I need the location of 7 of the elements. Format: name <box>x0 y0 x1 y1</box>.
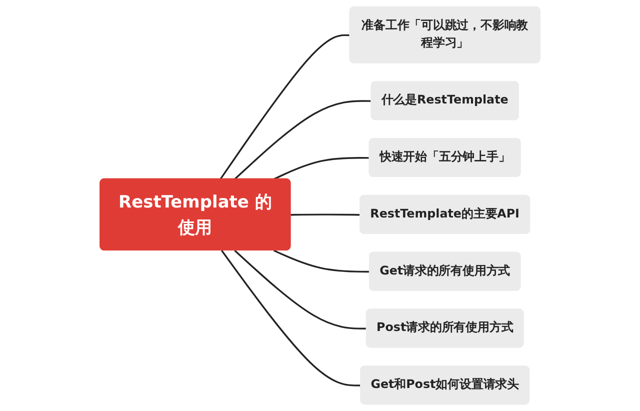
connector <box>290 214 360 216</box>
connector <box>274 250 370 273</box>
connector <box>273 157 370 180</box>
connector <box>234 250 367 330</box>
connector <box>220 34 350 180</box>
connector <box>221 250 361 386</box>
connector <box>234 100 372 180</box>
